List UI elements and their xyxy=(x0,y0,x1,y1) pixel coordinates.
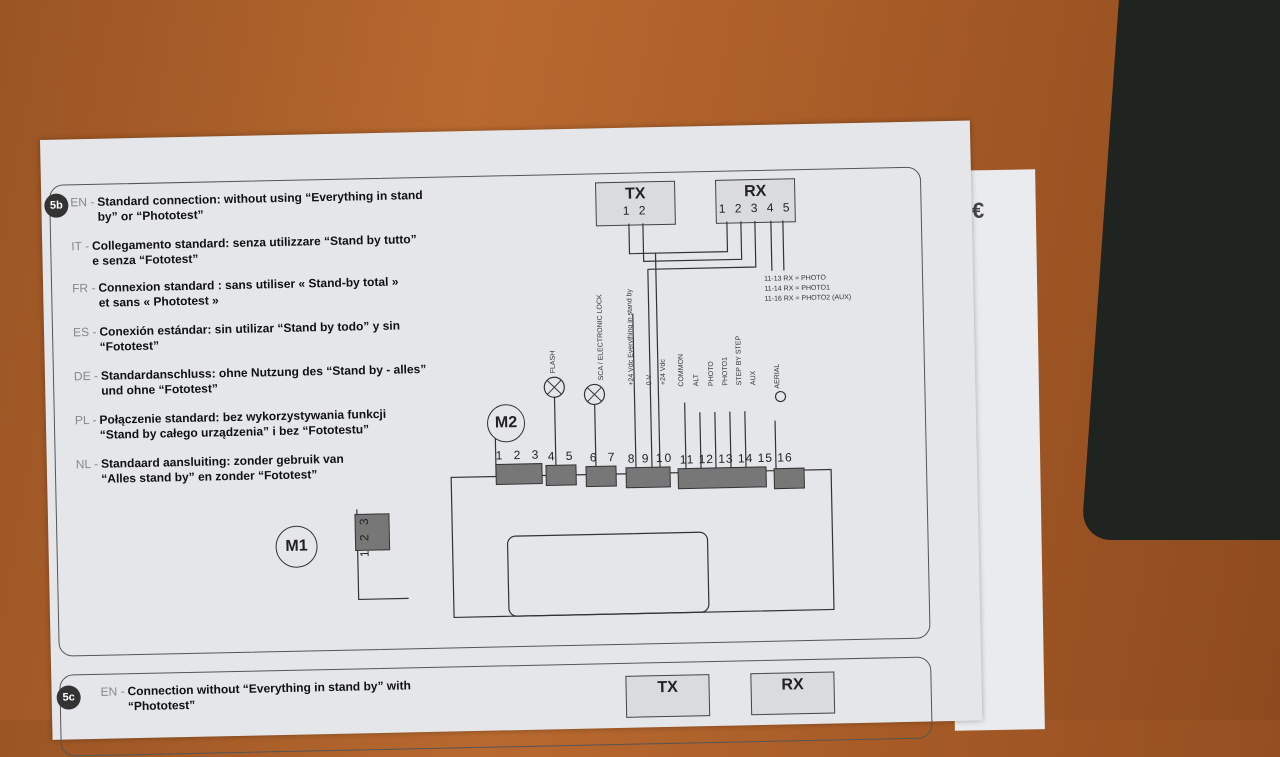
terminals-4-5: 4 5 xyxy=(547,448,577,464)
terminals-1-3: 1 2 3 xyxy=(495,447,543,463)
label-flash: FLASH xyxy=(549,350,557,374)
label-step-by-step: STEP BY STEP xyxy=(735,335,744,386)
label-photo: PHOTO xyxy=(707,361,716,387)
label-24v: +24 Vdc xyxy=(659,359,668,386)
mouse-mat xyxy=(1081,0,1280,540)
manual-page: 5b EN -Standard connection: without usin… xyxy=(40,120,983,757)
section-5b: 5b EN -Standard connection: without usin… xyxy=(44,166,931,657)
label-photo1: PHOTO1 xyxy=(721,356,730,386)
label-0v: 0 V xyxy=(646,374,654,386)
label-common: COMMON xyxy=(677,353,686,387)
label-aux: AUX xyxy=(749,370,758,386)
section-badge-5c: 5c xyxy=(56,685,81,710)
lang-en-5c: EN -Connection without “Everything in st… xyxy=(100,678,411,714)
label-aerial: AERIAL xyxy=(773,363,782,389)
terminals-11-16: 11 12 13 14 15 16 xyxy=(679,450,793,467)
section-5c: 5c EN -Connection without “Everything in… xyxy=(56,656,933,757)
tx-box-5c: TX xyxy=(625,674,711,718)
terminals-8-10: 8 9 10 xyxy=(627,450,674,466)
m1-terminals: 1 2 3 xyxy=(356,515,372,558)
terminals-6-7: 6 7 xyxy=(589,449,619,465)
label-alt: ALT xyxy=(693,373,701,387)
ce-mark: € xyxy=(972,198,985,223)
rx-box-5c: RX xyxy=(750,671,836,716)
wiring-diagram xyxy=(354,220,835,619)
